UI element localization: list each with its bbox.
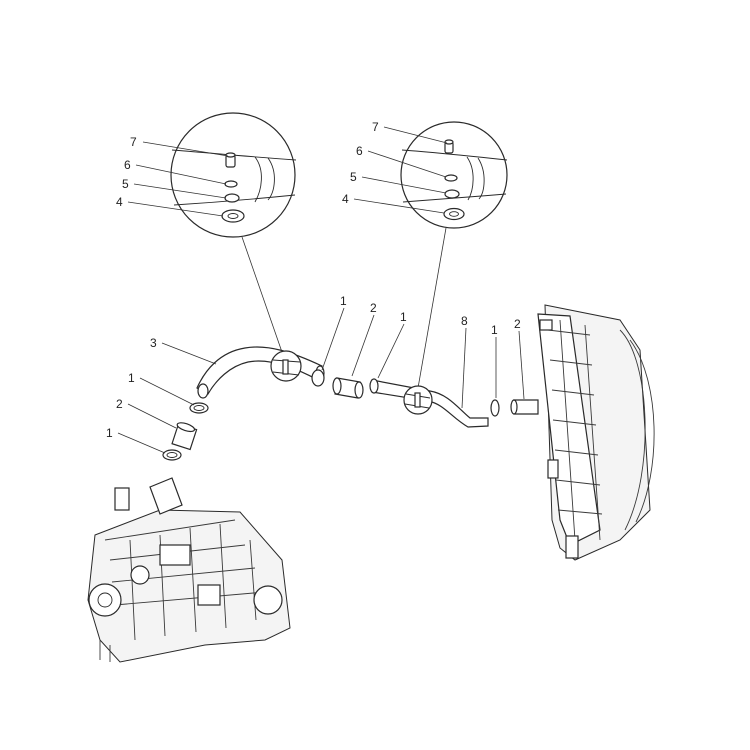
center-parts: 1 2 1 8 1 2 [311, 294, 539, 428]
callout-1-center-b: 1 [400, 310, 407, 324]
callout-6-right: 6 [356, 144, 363, 158]
washer-icon [224, 180, 238, 188]
callout-3: 3 [150, 336, 157, 350]
callout-5-left: 5 [122, 177, 129, 191]
clamp-coupling-lower: 1 2 1 [106, 371, 209, 461]
callout-2-right: 2 [514, 317, 521, 331]
radiator [537, 304, 655, 561]
callout-8: 8 [461, 314, 468, 328]
callout-5-right: 5 [350, 170, 357, 184]
callout-2-left: 2 [116, 397, 123, 411]
engine [87, 477, 291, 663]
bracket-icon [221, 209, 245, 223]
nut-icon [224, 193, 240, 203]
callout-2-center: 2 [370, 301, 377, 315]
detail-view-right: 7 6 5 4 [342, 120, 508, 389]
hose-upper: 3 [150, 336, 325, 399]
callout-4-left: 4 [116, 195, 123, 209]
callout-1-lower-left: 1 [106, 426, 113, 440]
callout-7-right: 7 [372, 120, 379, 134]
detail-view-left: 7 6 5 4 [116, 112, 297, 356]
callout-7-left: 7 [130, 135, 137, 149]
callout-1-right: 1 [491, 323, 498, 337]
callout-1-center-a: 1 [340, 294, 347, 308]
callout-6-left: 6 [124, 158, 131, 172]
callout-1-upper-left: 1 [128, 371, 135, 385]
callout-4-right: 4 [342, 192, 349, 206]
